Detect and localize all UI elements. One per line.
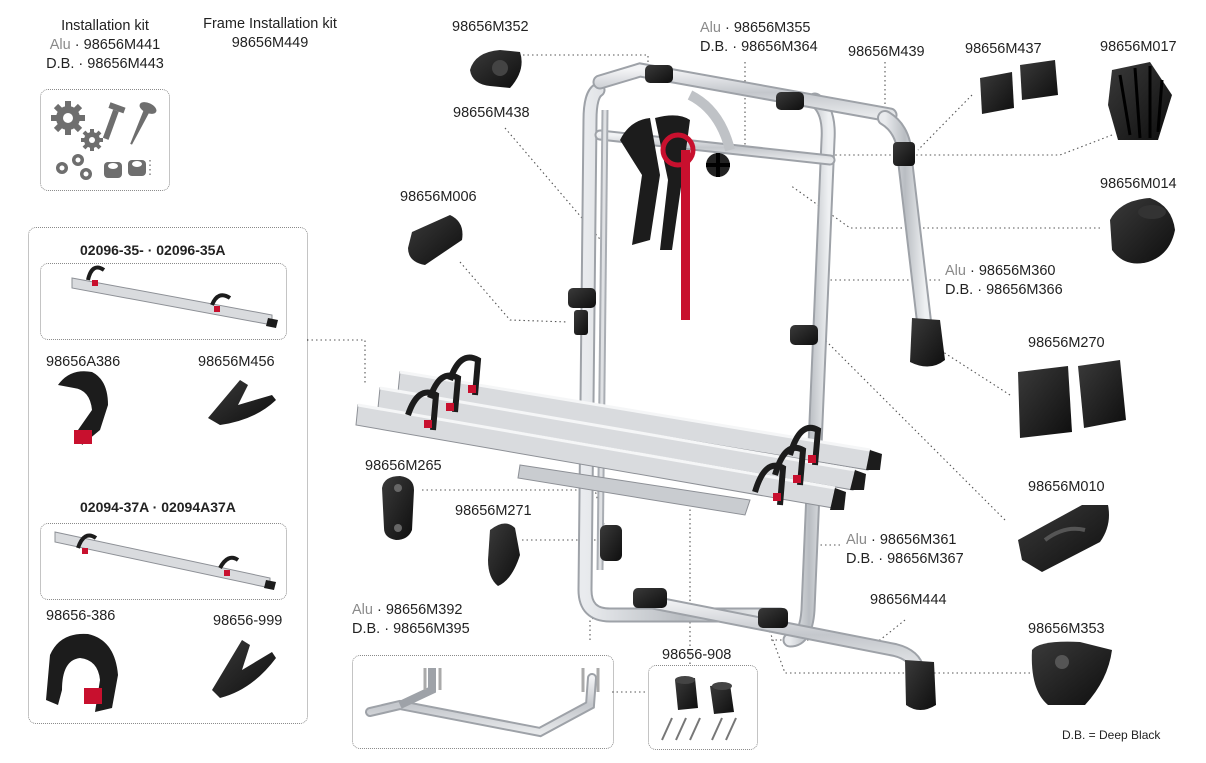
label-98656M355: Alu · 98656M355 D.B. · 98656M364: [700, 20, 818, 55]
part-98656M353: [1031, 641, 1112, 705]
rails-group-box: [28, 227, 308, 724]
part-98656M352: [470, 50, 522, 88]
label-rail-02096-35: 02096-35- · 02096-35A: [80, 242, 226, 258]
label-98656M438: 98656M438: [453, 105, 530, 121]
label-rail-02094-37A: 02094-37A · 02094A37A: [80, 499, 236, 515]
part-98656-999: [212, 640, 276, 698]
platform-rails: [355, 354, 882, 516]
foot-pad-lower: [905, 660, 936, 710]
label-98656M014: 98656M014: [1100, 176, 1177, 192]
label-98656M437: 98656M437: [965, 41, 1042, 57]
part-98656-386: [46, 633, 118, 712]
part-98656A386: [58, 371, 108, 445]
gear-icon: [51, 101, 85, 135]
rail-1-box: [40, 263, 287, 340]
legend-deep-black: D.B. = Deep Black: [1062, 728, 1161, 742]
part-98656M006: [408, 215, 463, 265]
label-98656M456: 98656M456: [198, 354, 275, 370]
bolt-icon: [102, 102, 126, 140]
gear-small-icon: [81, 129, 103, 151]
label-98656M006: 98656M006: [400, 189, 477, 205]
bike-holder-arms: [620, 90, 735, 320]
label-98656-908: 98656-908: [662, 647, 732, 663]
label-98656M271: 98656M271: [455, 503, 532, 519]
nut-icon: [104, 160, 146, 178]
part-98656M017: [1108, 62, 1172, 140]
part-98656M014: [1110, 198, 1175, 264]
fastener-kit-box: [648, 665, 758, 750]
part-98656M456: [208, 380, 276, 425]
frame-clamps: [568, 65, 915, 628]
label-98656M392: Alu · 98656M392 D.B. · 98656M395: [352, 602, 470, 637]
bike-rack-frame: [577, 62, 945, 710]
frame-kit-box: [352, 655, 614, 749]
label-98656M361: Alu · 98656M361 D.B. · 98656M367: [846, 532, 964, 567]
installation-kit-box: [40, 89, 170, 191]
part-98656M265: [382, 476, 414, 540]
label-98656M265: 98656M265: [365, 458, 442, 474]
label-98656M444: 98656M444: [870, 592, 947, 608]
label-98656M353: 98656M353: [1028, 621, 1105, 637]
label-98656M360: Alu · 98656M360 D.B. · 98656M366: [945, 263, 1063, 298]
rail-02096-35: [71, 265, 278, 328]
label-98656A386: 98656A386: [46, 354, 121, 370]
label-98656M017: 98656M017: [1100, 39, 1177, 55]
screw-icon: [130, 102, 157, 145]
rail-02094-37A: [54, 531, 276, 590]
installation-kit-label: Installation kit Alu · 98656M441 D.B. · …: [46, 18, 164, 72]
label-98656M010: 98656M010: [1028, 479, 1105, 495]
label-98656M352: 98656M352: [452, 19, 529, 35]
label-98656-386: 98656-386: [46, 608, 116, 624]
chain-icon: [56, 154, 92, 180]
part-98656M010: [1018, 505, 1109, 572]
part-98656M271: [488, 523, 520, 586]
label-98656M439: 98656M439: [848, 44, 925, 60]
installation-kit-icons: [51, 101, 157, 180]
part-98656-908-kit: [661, 676, 737, 741]
label-98656M270: 98656M270: [1028, 335, 1105, 351]
part-98656M270: [1018, 360, 1126, 438]
rail-2-box: [40, 523, 287, 600]
foot-pad-upper: [910, 318, 945, 367]
label-98656-999: 98656-999: [213, 613, 283, 629]
part-98656M437: [980, 60, 1058, 114]
part-98656M392-frame: [365, 668, 600, 738]
frame-installation-kit-label: Frame Installation kit 98656M449: [203, 16, 337, 51]
